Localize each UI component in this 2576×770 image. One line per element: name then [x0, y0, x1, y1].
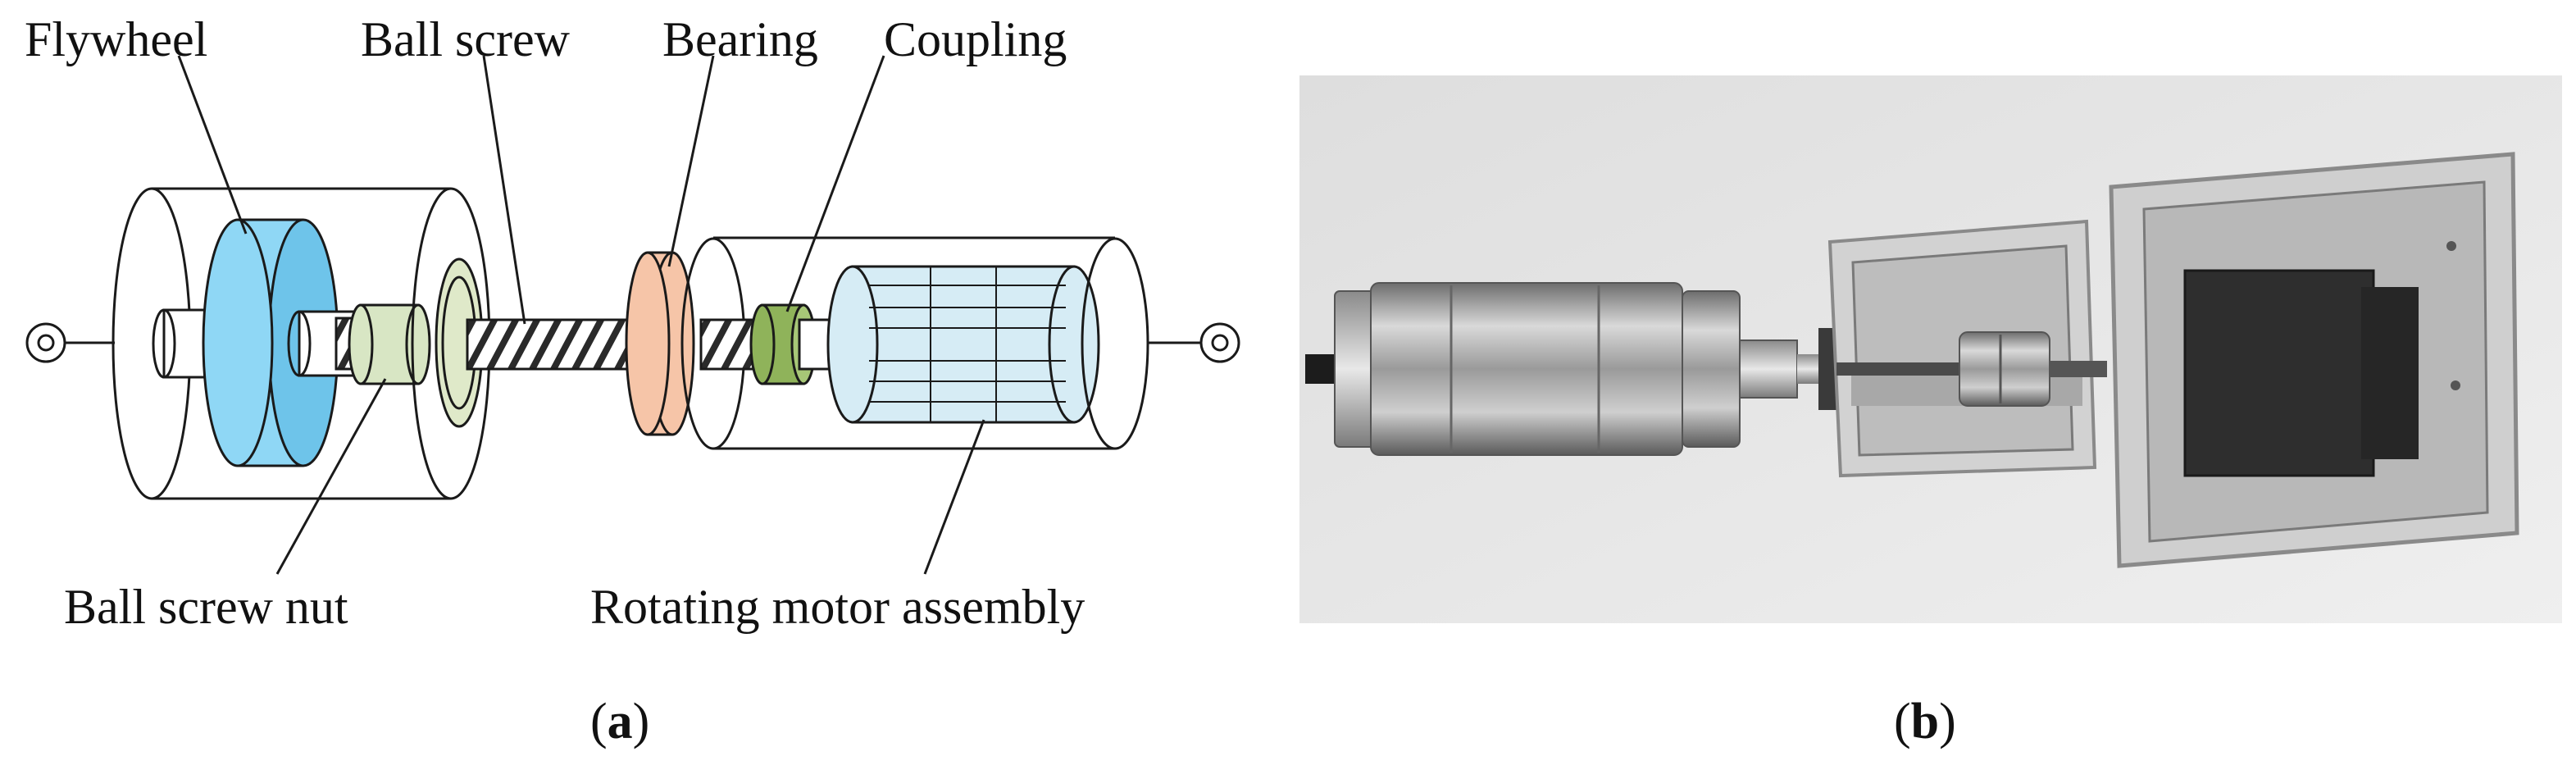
left-eyelet [25, 322, 115, 363]
leader-ball-screw-nut [275, 378, 387, 575]
leader-bearing [667, 55, 715, 267]
photo-large-frame [2109, 152, 2519, 568]
rotating-motor [826, 265, 1100, 424]
label-bearing: Bearing [662, 12, 818, 66]
ball-screw [466, 318, 643, 371]
label-flywheel: Flywheel [25, 12, 207, 66]
label-coupling: Coupling [884, 12, 1067, 66]
photo-flange-plate [1818, 328, 1836, 410]
flywheel [202, 218, 339, 467]
coupling-shaft [699, 318, 760, 371]
leader-lines [177, 55, 985, 575]
leader-motor [923, 419, 985, 575]
photo-cylindrical-motor [1305, 282, 1822, 456]
right-eyelet [1148, 322, 1240, 363]
caption-a: (a) [590, 694, 649, 749]
leader-ball-screw [482, 55, 526, 325]
label-rotating-motor-assembly: Rotating motor assembly [590, 580, 1085, 634]
label-ball-screw-nut: Ball screw nut [64, 580, 348, 634]
ball-screw-nut [348, 303, 431, 385]
caption-b: (b) [1894, 694, 1956, 749]
leader-coupling [785, 55, 885, 312]
bearing [625, 251, 695, 436]
label-ball-screw: Ball screw [361, 12, 571, 66]
photo-stepper-motor [2183, 269, 2375, 477]
panel-b-photo: (b) [1299, 75, 2562, 749]
panel-a-diagram: Flywheel Ball screw Bearing Coupling Bal… [25, 12, 1240, 749]
leader-flywheel [177, 55, 248, 235]
photo-coupling [1836, 331, 2107, 407]
